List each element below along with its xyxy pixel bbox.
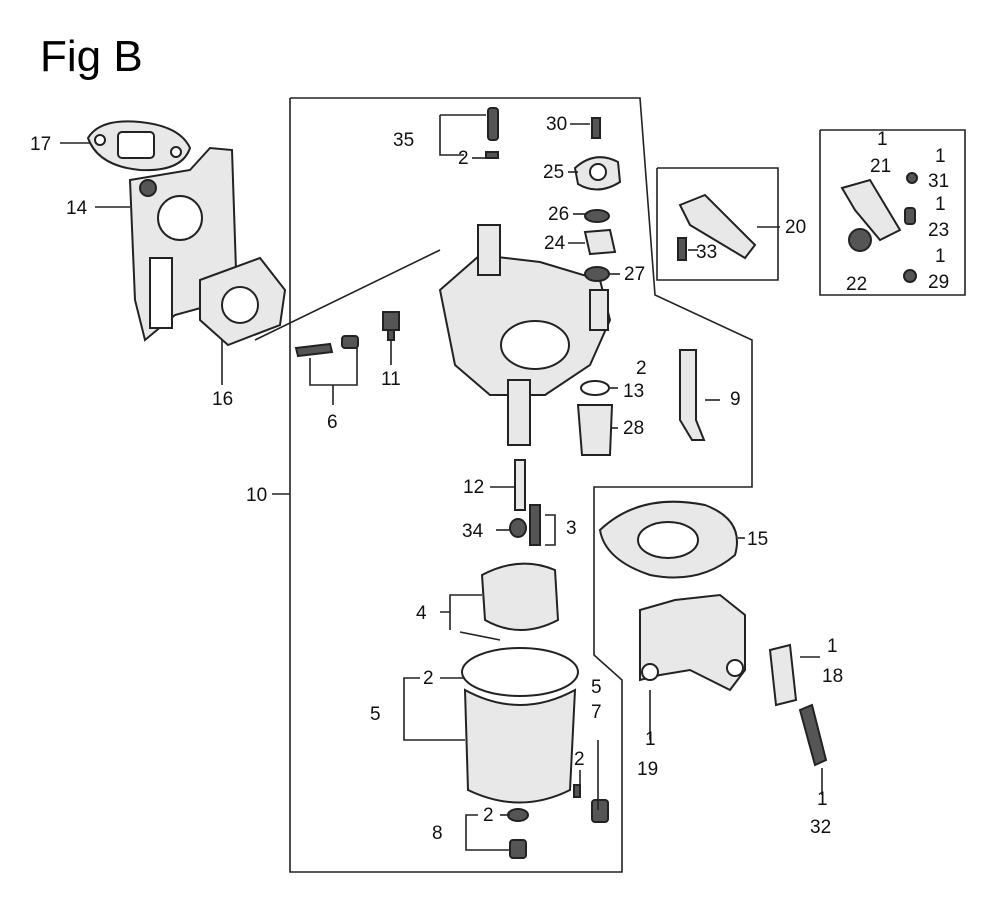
callout-25: 25: [543, 162, 564, 183]
lever-part-20: [677, 193, 757, 261]
screw-part-6: [294, 335, 359, 358]
clip-part-18: [768, 643, 798, 707]
callout-23-qty: 1: [935, 194, 946, 215]
callout-22: 22: [846, 274, 867, 295]
gasket-part-17: [86, 120, 192, 172]
part-13-28: [576, 380, 614, 456]
callout-3: 3: [566, 518, 577, 539]
part-26-24-27: [583, 209, 617, 282]
callout-8-qty: 2: [483, 805, 494, 826]
callout-5-qty: 2: [423, 668, 434, 689]
callout-13: 13: [623, 381, 644, 402]
gasket-part-15: [598, 500, 738, 579]
callout-30: 30: [546, 114, 567, 135]
float-part-4: [459, 562, 560, 641]
callout-4: 4: [416, 603, 427, 624]
callout-21-qty: 1: [877, 129, 888, 150]
bolt-part-32: [798, 703, 828, 767]
callout-7: 7: [591, 702, 602, 723]
callout-19: 19: [637, 759, 658, 780]
callout-28: 28: [623, 418, 644, 439]
rod-part-9: [679, 349, 706, 441]
callout-16: 16: [212, 389, 233, 410]
callout-33: 33: [696, 242, 717, 263]
callout-34: 34: [462, 521, 484, 542]
callout-19-qty: 1: [645, 729, 656, 750]
callout-35: 35: [393, 130, 414, 151]
callout-26: 26: [548, 204, 569, 225]
callout-5b: 5: [591, 677, 602, 698]
callout-13-qty: 2: [636, 358, 647, 379]
callout-32-qty: 1: [817, 789, 828, 810]
callout-12: 12: [463, 477, 484, 498]
callout-29-qty: 1: [935, 246, 946, 267]
part-12-34-3: [509, 459, 541, 546]
callout-9: 9: [730, 389, 741, 410]
callout-11: 11: [381, 369, 401, 390]
callout-14: 14: [66, 198, 88, 219]
callout-31: 31: [928, 171, 949, 192]
leader-lines: [60, 114, 823, 851]
assembly-frame-10: [289, 97, 753, 873]
callout-31-qty: 1: [935, 146, 946, 167]
figure-title: Fig B: [40, 32, 143, 81]
screw-part-35: [485, 107, 499, 159]
callout-17: 17: [30, 134, 51, 155]
callout-32: 32: [810, 817, 831, 838]
bracket-part-14: [128, 146, 238, 342]
insulator-part-16: [199, 256, 287, 347]
callout-7-qty: 2: [574, 749, 585, 770]
callout-5: 5: [370, 704, 381, 725]
cover-part-25: [573, 156, 622, 191]
callout-27: 27: [624, 264, 645, 285]
bolt-part-8: [507, 808, 529, 859]
bracket-part-19: [639, 593, 746, 692]
callout-20: 20: [785, 217, 806, 238]
screw-part-11: [382, 311, 400, 341]
callout-23: 23: [928, 220, 949, 241]
callout-18-qty: 1: [827, 636, 838, 657]
callout-6: 6: [327, 412, 338, 433]
screw-part-30: [591, 117, 601, 139]
callout-10: 10: [246, 485, 267, 506]
frame-20: [656, 167, 779, 281]
callout-18: 18: [822, 666, 843, 687]
drain-screw-part-7: [573, 784, 609, 823]
callout-35-qty: 2: [458, 148, 469, 169]
frame-21: [819, 129, 966, 296]
choke-part-21: [840, 172, 918, 283]
callout-21: 21: [870, 156, 891, 177]
carburetor-body: [254, 224, 612, 446]
callout-8: 8: [432, 823, 443, 844]
callout-15: 15: [747, 529, 768, 550]
callout-24: 24: [544, 233, 566, 254]
callout-29: 29: [928, 272, 949, 293]
float-bowl-part-5: [461, 647, 579, 804]
